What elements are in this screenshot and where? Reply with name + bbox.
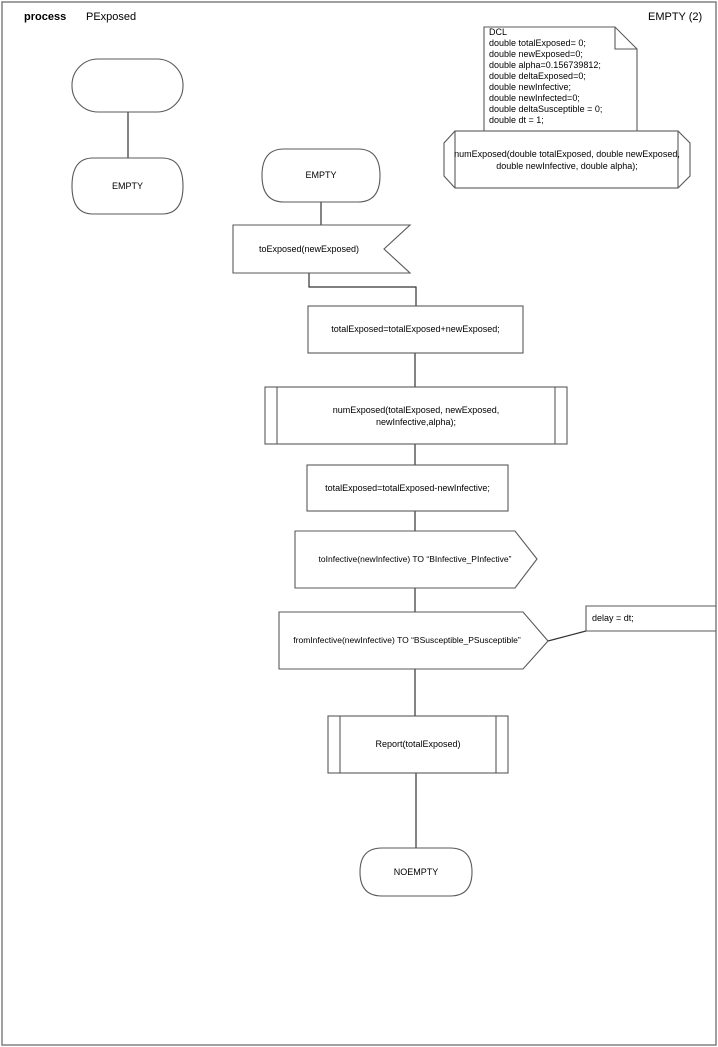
connector-input-to-task-add bbox=[308, 273, 417, 306]
state-empty-main-shape[interactable] bbox=[261, 148, 381, 203]
procedure-call-numexposed-label: numExposed(totalExposed, newExposed, new… bbox=[332, 404, 500, 427]
start-symbol[interactable] bbox=[71, 58, 184, 113]
input-signal-shape[interactable] bbox=[232, 224, 412, 274]
procedure-call-numexposed-shape[interactable] bbox=[264, 386, 568, 445]
state-empty-main-label: EMPTY bbox=[305, 170, 337, 180]
page-label: EMPTY (2) bbox=[648, 11, 703, 23]
task-subtract-shape[interactable] bbox=[306, 464, 509, 512]
procedure-call-report-shape[interactable] bbox=[327, 715, 509, 774]
dcl-note-shape[interactable] bbox=[483, 26, 638, 132]
dcl-note-fold bbox=[614, 27, 637, 50]
output-toinfective-label: toInfective(newInfective) TO “BInfective… bbox=[318, 554, 512, 564]
comment-delay-label: delay = dt; bbox=[592, 613, 634, 623]
procedure-declaration-text: numExposed(double totalExposed, double n… bbox=[454, 148, 680, 171]
input-signal-label: toExposed(newExposed) bbox=[258, 243, 360, 254]
procedure-declaration-shape[interactable] bbox=[454, 130, 679, 189]
connector-comment-line bbox=[547, 630, 587, 642]
dcl-text: DCL double totalExposed= 0; double newEx… bbox=[489, 27, 603, 125]
comment-delay-shape[interactable] bbox=[585, 605, 716, 632]
process-keyword: process bbox=[24, 11, 67, 23]
process-name: PExposed bbox=[86, 11, 137, 23]
procedure-call-report-bars bbox=[339, 716, 497, 773]
state-empty-left-label: EMPTY bbox=[111, 180, 143, 191]
state-noempty-shape[interactable] bbox=[359, 847, 473, 897]
state-empty-left-shape[interactable] bbox=[71, 157, 184, 215]
output-frominfective-label: fromInfective(newInfective) TO “BSuscept… bbox=[293, 635, 521, 645]
connectors-group bbox=[127, 112, 587, 848]
procedure-call-numexposed-bars bbox=[276, 387, 556, 444]
state-noempty-label: NOEMPTY bbox=[393, 866, 439, 877]
shapes-group bbox=[71, 26, 716, 897]
task-subtract-label: totalExposed=totalExposed-newInfective; bbox=[325, 482, 490, 493]
output-frominfective-shape[interactable] bbox=[278, 611, 549, 670]
procedure-call-report-label: Report(totalExposed) bbox=[375, 739, 461, 749]
output-toinfective-shape[interactable] bbox=[294, 530, 538, 589]
task-add-label: totalExposed=totalExposed+newExposed; bbox=[331, 324, 500, 334]
task-add-shape[interactable] bbox=[307, 305, 524, 354]
procedure-declaration-caps bbox=[443, 130, 691, 189]
